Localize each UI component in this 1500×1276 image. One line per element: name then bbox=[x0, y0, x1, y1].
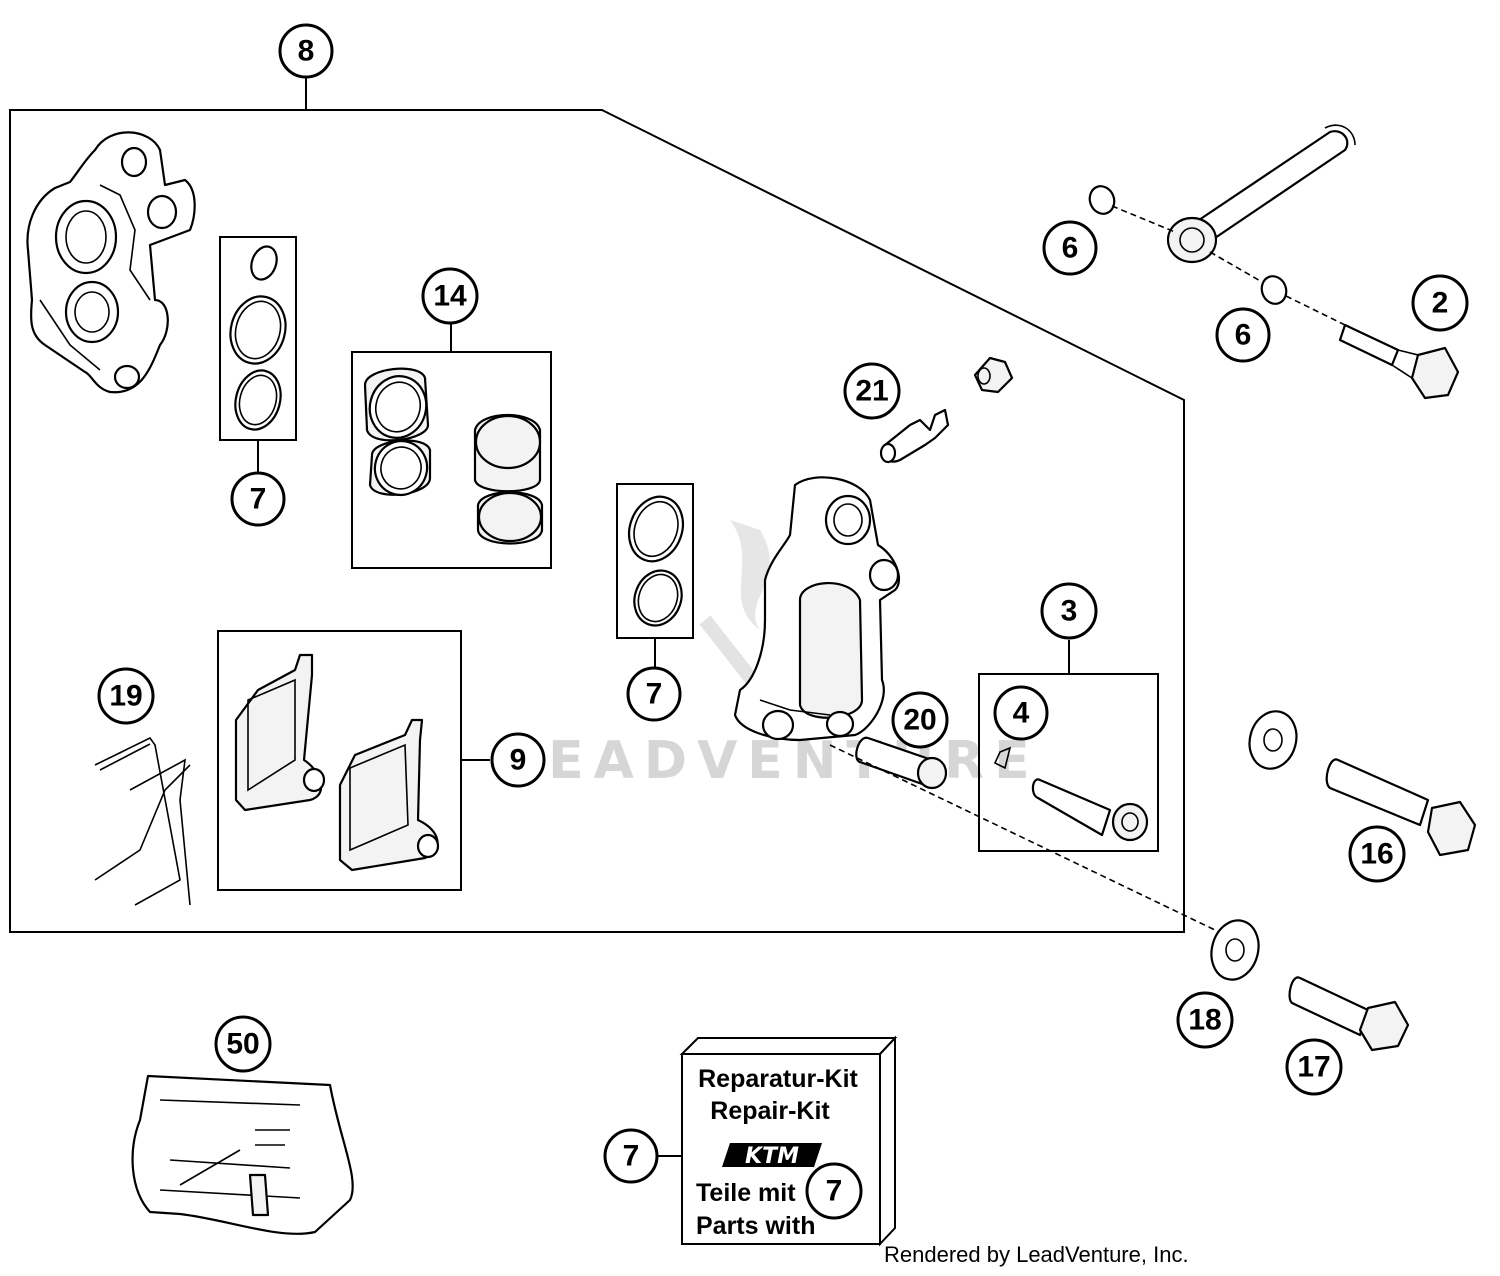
callout-18: 18 bbox=[1176, 991, 1234, 1049]
ktm-logo-text: KTM bbox=[745, 1144, 799, 1169]
seal-kit-box-left bbox=[219, 236, 297, 475]
svg-text:7: 7 bbox=[623, 1140, 640, 1173]
callout-2: 2 bbox=[1411, 274, 1469, 332]
pin-bolt-drawing bbox=[829, 736, 1216, 931]
grease-pack-drawing bbox=[131, 1074, 354, 1235]
bleeder-valve-drawing bbox=[879, 356, 1014, 464]
pad-spring-drawing bbox=[94, 736, 191, 906]
svg-text:20: 20 bbox=[903, 704, 936, 737]
repair-kit-line-2: Repair-Kit bbox=[710, 1097, 830, 1125]
callout-7-left: 7 bbox=[230, 471, 286, 527]
svg-text:18: 18 bbox=[1188, 1004, 1221, 1037]
callout-21: 21 bbox=[843, 362, 901, 420]
callout-6-lower: 6 bbox=[1215, 307, 1271, 363]
callout-7-kit-inside: 7 bbox=[805, 1162, 863, 1220]
repair-kit-box: Reparatur-Kit Repair-Kit KTM Teile mit P… bbox=[658, 1035, 898, 1247]
callout-7-kit-left: 7 bbox=[603, 1128, 659, 1184]
svg-text:4: 4 bbox=[1013, 697, 1030, 730]
assembly-outline bbox=[9, 78, 1185, 933]
svg-text:16: 16 bbox=[1360, 838, 1393, 871]
callout-6-upper: 6 bbox=[1042, 220, 1098, 276]
svg-text:7: 7 bbox=[250, 483, 267, 516]
svg-text:50: 50 bbox=[226, 1028, 259, 1061]
svg-text:17: 17 bbox=[1297, 1051, 1330, 1084]
svg-text:3: 3 bbox=[1061, 595, 1078, 628]
svg-text:7: 7 bbox=[646, 678, 663, 711]
svg-text:7: 7 bbox=[826, 1175, 843, 1208]
watermark-text: LEADVENTURE bbox=[505, 731, 1040, 791]
svg-text:2: 2 bbox=[1432, 287, 1449, 320]
brake-pads-box bbox=[217, 630, 490, 891]
callout-14: 14 bbox=[421, 267, 479, 325]
svg-text:19: 19 bbox=[109, 680, 142, 713]
repair-kit-line-3: Teile mit bbox=[696, 1179, 796, 1207]
svg-text:9: 9 bbox=[510, 744, 527, 777]
callout-17: 17 bbox=[1285, 1038, 1343, 1096]
repair-kit-line-1: Reparatur-Kit bbox=[698, 1065, 858, 1093]
svg-text:21: 21 bbox=[855, 375, 888, 408]
callout-4: 4 bbox=[993, 685, 1049, 741]
callout-16: 16 bbox=[1348, 825, 1406, 883]
seal-kit-box-middle bbox=[616, 483, 694, 668]
mounting-bolts-drawing bbox=[1210, 710, 1477, 1052]
repair-kit-line-4: Parts with bbox=[696, 1212, 815, 1240]
svg-text:6: 6 bbox=[1062, 232, 1079, 265]
svg-text:14: 14 bbox=[433, 280, 467, 313]
ktm-logo: KTM bbox=[722, 1143, 822, 1169]
callout-8: 8 bbox=[278, 23, 334, 79]
callout-50: 50 bbox=[214, 1015, 272, 1073]
caliper-housing-drawing bbox=[26, 131, 196, 394]
svg-text:8: 8 bbox=[298, 35, 315, 68]
callout-9: 9 bbox=[490, 732, 546, 788]
brake-hose-drawing bbox=[1088, 124, 1460, 400]
svg-text:6: 6 bbox=[1235, 319, 1252, 352]
callout-7-middle: 7 bbox=[626, 666, 682, 722]
callout-19: 19 bbox=[97, 667, 155, 725]
callout-3: 3 bbox=[1040, 582, 1098, 640]
caliper-bracket-drawing bbox=[733, 476, 901, 742]
callout-20: 20 bbox=[891, 691, 949, 749]
pistons-box bbox=[351, 322, 552, 569]
credit-text: Rendered by LeadVenture, Inc. bbox=[884, 1242, 1189, 1267]
